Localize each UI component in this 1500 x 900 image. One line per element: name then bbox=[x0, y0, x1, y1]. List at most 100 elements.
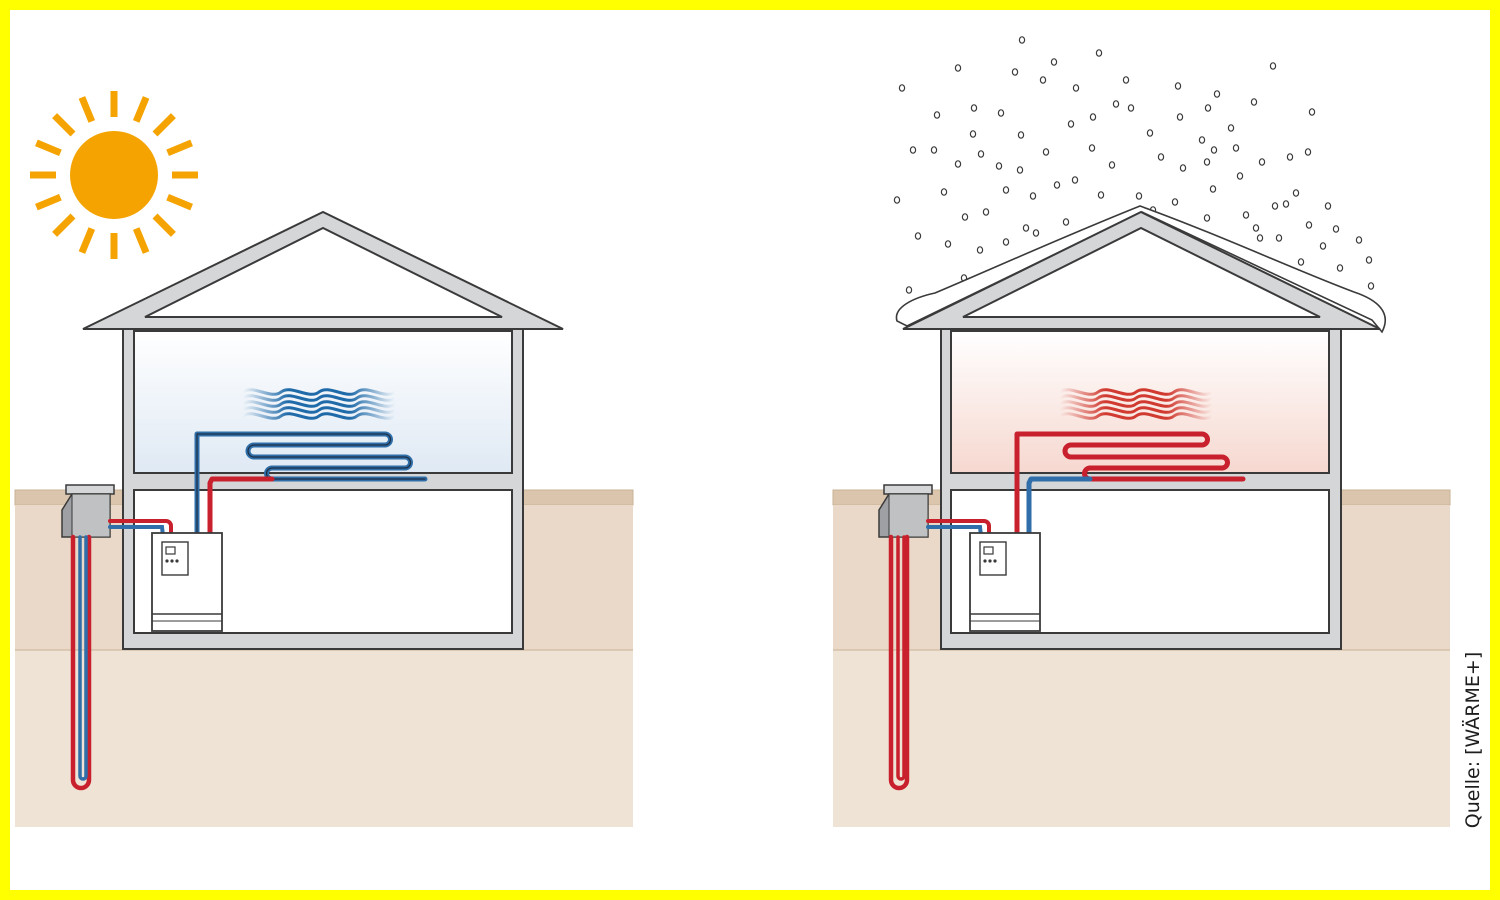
snowflake bbox=[1179, 164, 1187, 172]
snowflake bbox=[954, 160, 962, 168]
snow-icon bbox=[893, 36, 1375, 294]
snowflake bbox=[1203, 214, 1211, 222]
snowflake bbox=[970, 104, 978, 112]
snowflake bbox=[1157, 153, 1165, 161]
snowflake bbox=[1304, 148, 1312, 156]
snowflake bbox=[1365, 256, 1373, 264]
floor-coil bbox=[194, 431, 428, 535]
snowflake bbox=[893, 196, 901, 204]
snowflake bbox=[1017, 131, 1025, 139]
source-credit: Quelle: [WÄRME+] bbox=[1462, 651, 1484, 829]
snowflake bbox=[1213, 90, 1221, 98]
snowflake bbox=[982, 208, 990, 216]
snowflake bbox=[1112, 100, 1120, 108]
roof-snow bbox=[895, 205, 1387, 334]
snowflake bbox=[909, 146, 917, 154]
snowflake bbox=[954, 64, 962, 72]
snowflake bbox=[1088, 144, 1096, 152]
snowflake bbox=[1067, 120, 1075, 128]
snowflake bbox=[1232, 144, 1240, 152]
snowflake bbox=[1305, 221, 1313, 229]
snowflake bbox=[1089, 113, 1097, 121]
ground-lower-layer bbox=[833, 650, 1450, 827]
snowflake bbox=[1016, 166, 1024, 174]
snowflake bbox=[1127, 104, 1135, 112]
snowflake bbox=[1324, 202, 1332, 210]
warm-air-waves bbox=[1059, 388, 1213, 420]
snowflake bbox=[961, 213, 969, 221]
snowflake bbox=[1204, 104, 1212, 112]
floor-coil bbox=[1014, 431, 1246, 535]
ground-probe bbox=[888, 534, 910, 791]
snowflake bbox=[1297, 258, 1305, 266]
snowflake bbox=[1050, 58, 1058, 66]
snowflake bbox=[1269, 62, 1277, 70]
snowflake bbox=[1176, 113, 1184, 121]
snowflake bbox=[1032, 229, 1040, 237]
snowflake bbox=[995, 162, 1003, 170]
snowflake bbox=[1250, 98, 1258, 106]
snowflake bbox=[944, 240, 952, 248]
summer-scene bbox=[14, 91, 634, 827]
snowflake bbox=[914, 232, 922, 240]
snowflake bbox=[1227, 124, 1235, 132]
snowflake bbox=[1203, 158, 1211, 166]
ground-probe bbox=[70, 534, 92, 791]
snowflake bbox=[1198, 136, 1206, 144]
snowflake bbox=[1072, 84, 1080, 92]
snowflake bbox=[1029, 192, 1037, 200]
snowflake bbox=[1095, 49, 1103, 57]
snowflake bbox=[1252, 224, 1260, 232]
snowflake bbox=[1271, 202, 1279, 210]
winter-scene bbox=[832, 36, 1451, 827]
snowflake bbox=[1292, 189, 1300, 197]
snowflake bbox=[976, 246, 984, 254]
snowflake bbox=[1174, 82, 1182, 90]
snowflake bbox=[905, 286, 913, 294]
snowflake bbox=[1242, 211, 1250, 219]
snowflake bbox=[997, 109, 1005, 117]
snowflake bbox=[1258, 158, 1266, 166]
ground-collector-unit bbox=[61, 484, 115, 538]
snowflake bbox=[930, 146, 938, 154]
snowflake bbox=[1062, 218, 1070, 226]
snowflake bbox=[1002, 186, 1010, 194]
ground-collector-unit bbox=[878, 484, 933, 538]
heat-pump-unit bbox=[969, 532, 1041, 632]
snowflake bbox=[940, 188, 948, 196]
snowflake bbox=[1097, 191, 1105, 199]
snowflake bbox=[1042, 148, 1050, 156]
snowflake bbox=[1236, 172, 1244, 180]
snowflake bbox=[1256, 234, 1264, 242]
snowflake bbox=[1367, 282, 1375, 290]
snowflake bbox=[1071, 176, 1079, 184]
snowflake bbox=[1108, 161, 1116, 169]
snowflake bbox=[1022, 224, 1030, 232]
snowflake bbox=[1135, 192, 1143, 200]
snowflake bbox=[1336, 264, 1344, 272]
snowflake bbox=[1282, 200, 1290, 208]
snowflake bbox=[1039, 76, 1047, 84]
heat-pump-unit bbox=[151, 532, 223, 632]
snowflake bbox=[1275, 234, 1283, 242]
snowflake bbox=[1355, 236, 1363, 244]
snowflake bbox=[1210, 146, 1218, 154]
snowflake bbox=[898, 84, 906, 92]
snowflake bbox=[1018, 36, 1026, 44]
ground-lower-layer bbox=[15, 650, 633, 827]
snowflake bbox=[1171, 198, 1179, 206]
snowflake bbox=[1209, 185, 1217, 193]
house-summer bbox=[82, 210, 564, 650]
snowflake bbox=[1002, 238, 1010, 246]
snowflake bbox=[1053, 181, 1061, 189]
cool-air-waves bbox=[242, 388, 396, 420]
snowflake bbox=[977, 150, 985, 158]
snowflake bbox=[1332, 225, 1340, 233]
snowflake bbox=[969, 130, 977, 138]
snowflake bbox=[1286, 153, 1294, 161]
snowflake bbox=[1319, 242, 1327, 250]
sun-icon bbox=[30, 91, 198, 259]
